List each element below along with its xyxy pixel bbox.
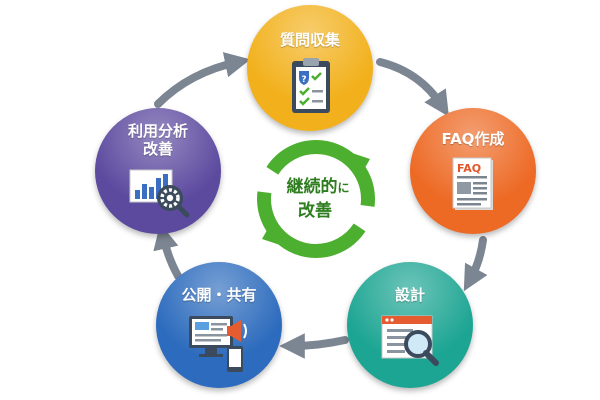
center-label-small: に [337, 181, 350, 195]
center-label-line1: 継続的に [272, 172, 364, 197]
arrow-publish-to-improve [153, 223, 182, 280]
node-publish: 公開・共有 [156, 262, 282, 388]
arrow-collect-to-faq [376, 58, 449, 117]
center-label-main: 継続的 [286, 177, 338, 197]
magnifier-window-icon [381, 315, 439, 366]
arrow-faq-to-design [463, 236, 488, 292]
question-mark-glyph: ? [301, 75, 306, 85]
center-label-line2: 改善 [298, 201, 332, 221]
faq-badge-text: FAQ [457, 162, 481, 175]
node-faq: FAQ作成 FAQ [410, 108, 536, 234]
chart-gear-icon [129, 169, 190, 218]
continuous-cycle-icon [257, 140, 375, 258]
node-improve-label-line2: 改善 [142, 140, 173, 158]
node-publish-label: 公開・共有 [181, 286, 257, 304]
faq-document-icon: FAQ [452, 157, 493, 210]
clipboard-check-icon: ? [292, 58, 330, 113]
arrow-design-to-publish [279, 333, 349, 359]
arrow-improve-to-collect [154, 52, 251, 108]
node-faq-label: FAQ作成 [441, 130, 505, 148]
node-improve-label-line1: 利用分析 [127, 122, 188, 140]
node-design-label: 設計 [394, 286, 425, 304]
monitor-megaphone-icon [189, 316, 247, 372]
node-improve: 利用分析 改善 [95, 108, 221, 234]
node-design: 設計 [347, 262, 473, 388]
node-collect-label: 質問収集 [279, 31, 340, 49]
node-collect: 質問収集 ? [247, 5, 373, 131]
